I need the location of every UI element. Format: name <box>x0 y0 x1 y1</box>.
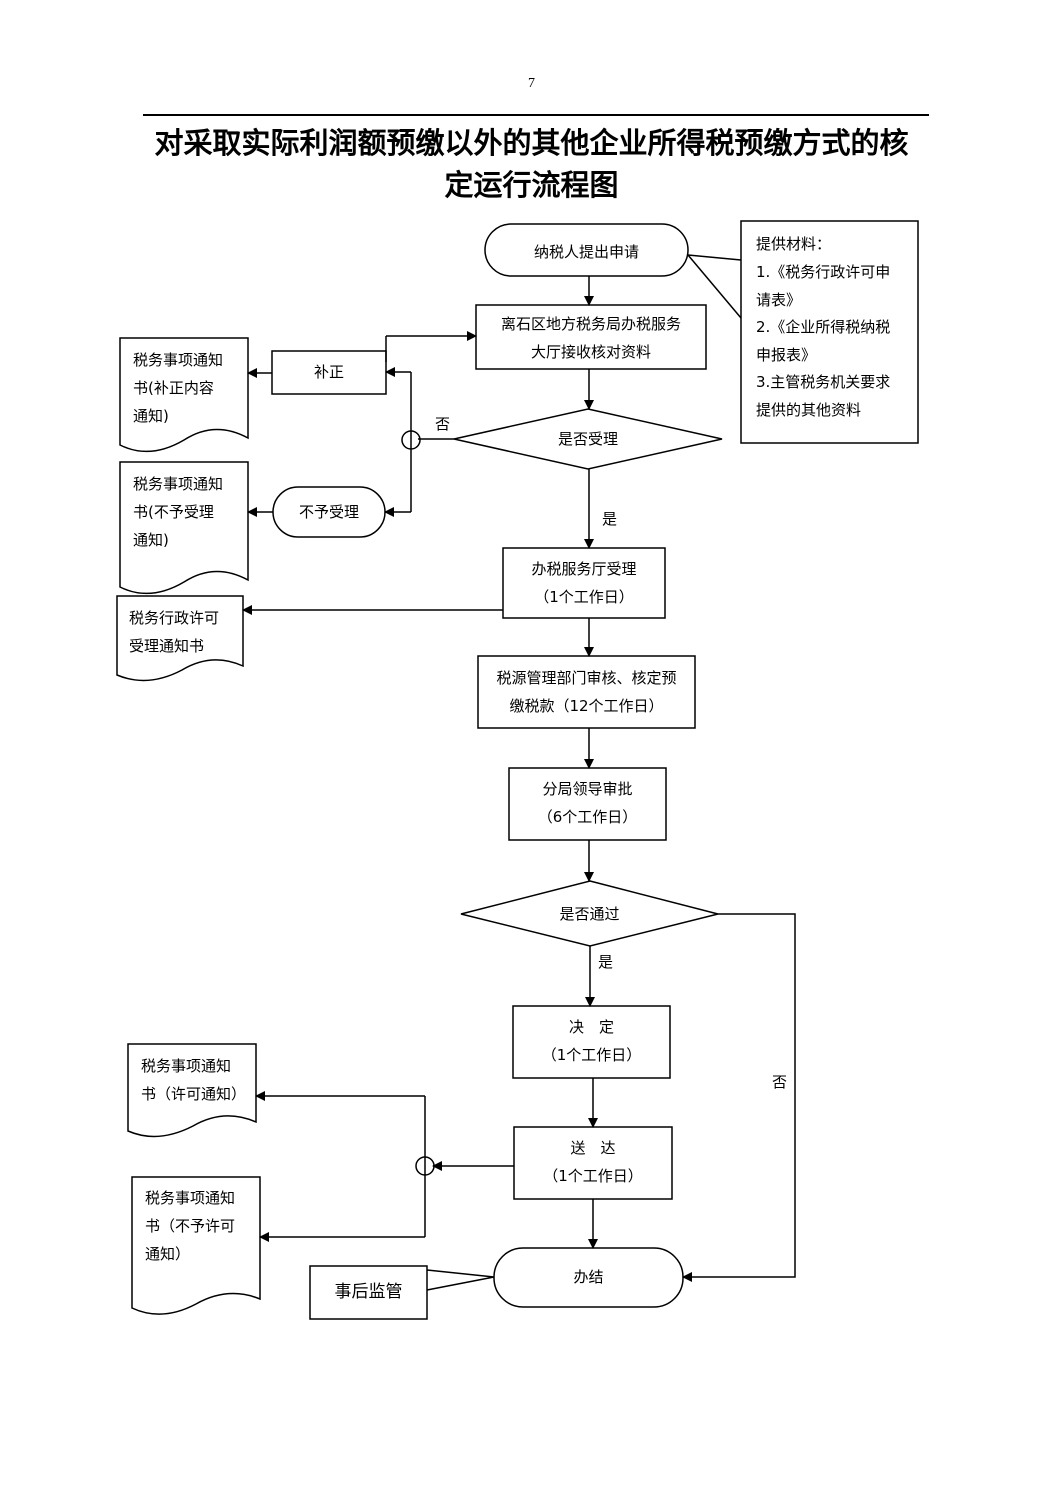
notice-accept-label-1: 税务行政许可 <box>129 609 220 627</box>
notice-correct-label-3: 通知) <box>133 407 169 425</box>
accept-decision-label: 是否受理 <box>557 430 618 448</box>
notice-deny-label-1: 税务事项通知 <box>145 1189 236 1207</box>
review-label-1: 税源管理部门审核、核定预 <box>496 669 677 687</box>
notice-deny-label-2: 书（不予许可 <box>145 1217 236 1235</box>
notice-reject-label-1: 税务事项通知 <box>133 475 224 493</box>
reject-label: 不予受理 <box>298 503 359 521</box>
notice-accept-doc <box>116 595 244 682</box>
materials-item-3a: 3.主管税务机关要求 <box>756 373 891 391</box>
supervise-node <box>309 1265 428 1320</box>
hall-receive-label-2: 大厅接收核对资料 <box>530 343 651 361</box>
accept-yes-label: 是 <box>602 510 618 528</box>
pass-no-label: 否 <box>772 1073 788 1091</box>
notice-reject-doc <box>119 461 249 595</box>
approve-label-2: （6个工作日） <box>537 808 638 826</box>
page-number: 7 <box>528 76 535 91</box>
approve-label-1: 分局领导审批 <box>542 780 633 798</box>
pass-decision-label: 是否通过 <box>559 905 620 923</box>
notice-deny-label-3: 通知） <box>145 1245 191 1263</box>
title-rule <box>143 114 929 116</box>
materials-item-1b: 请表》 <box>756 291 802 309</box>
accept-decision-node <box>453 408 723 470</box>
materials-item-3b: 提供的其他资料 <box>756 401 862 419</box>
hall-receive-label-1: 离石区地方税务局办税服务 <box>500 315 681 333</box>
supervise-label: 事后监管 <box>334 1282 403 1302</box>
notice-deny-doc <box>131 1176 261 1315</box>
materials-callout-line <box>687 254 742 261</box>
notice-correct-label-2: 书(补正内容 <box>133 379 214 397</box>
decide-label-2: （1个工作日） <box>541 1046 642 1064</box>
apply-label: 纳税人提出申请 <box>533 243 639 261</box>
notice-permit-label-1: 税务事项通知 <box>141 1057 232 1075</box>
notice-correct-doc <box>119 337 249 453</box>
accept-no-label: 否 <box>435 415 451 433</box>
notice-permit-label-2: 书（许可通知） <box>141 1085 247 1103</box>
decide-label-1: 决 定 <box>568 1018 614 1036</box>
notice-accept-label-2: 受理通知书 <box>129 637 205 655</box>
pass-yes-label: 是 <box>598 953 614 971</box>
page-title-line-1: 对采取实际利润额预缴以外的其他企业所得税预缴方式的核 <box>154 126 909 160</box>
materials-title: 提供材料： <box>756 235 832 253</box>
notice-permit-doc <box>127 1043 257 1138</box>
correct-label: 补正 <box>313 363 344 381</box>
materials-callout-line <box>687 254 742 319</box>
done-label: 办结 <box>573 1268 604 1286</box>
hall-accept-label-2: （1个工作日） <box>534 588 634 606</box>
supervise-callout <box>426 1269 495 1291</box>
notice-reject-label-2: 书(不予受理 <box>133 503 214 521</box>
apply-node <box>484 223 689 277</box>
deliver-label-1: 送 达 <box>570 1139 616 1157</box>
materials-item-2b: 申报表》 <box>756 346 817 364</box>
hall-accept-label-1: 办税服务厅受理 <box>531 560 637 578</box>
notice-correct-label-1: 税务事项通知 <box>133 351 224 369</box>
review-label-2: 缴税款（12个工作日） <box>509 697 664 715</box>
materials-item-1a: 1.《税务行政许可申 <box>756 263 891 281</box>
deliver-label-2: （1个工作日） <box>543 1167 643 1185</box>
materials-box <box>740 220 919 444</box>
materials-item-2a: 2.《企业所得税纳税 <box>756 318 891 336</box>
page-title-line-2: 定运行流程图 <box>444 168 619 202</box>
notice-reject-label-3: 通知) <box>133 531 169 549</box>
